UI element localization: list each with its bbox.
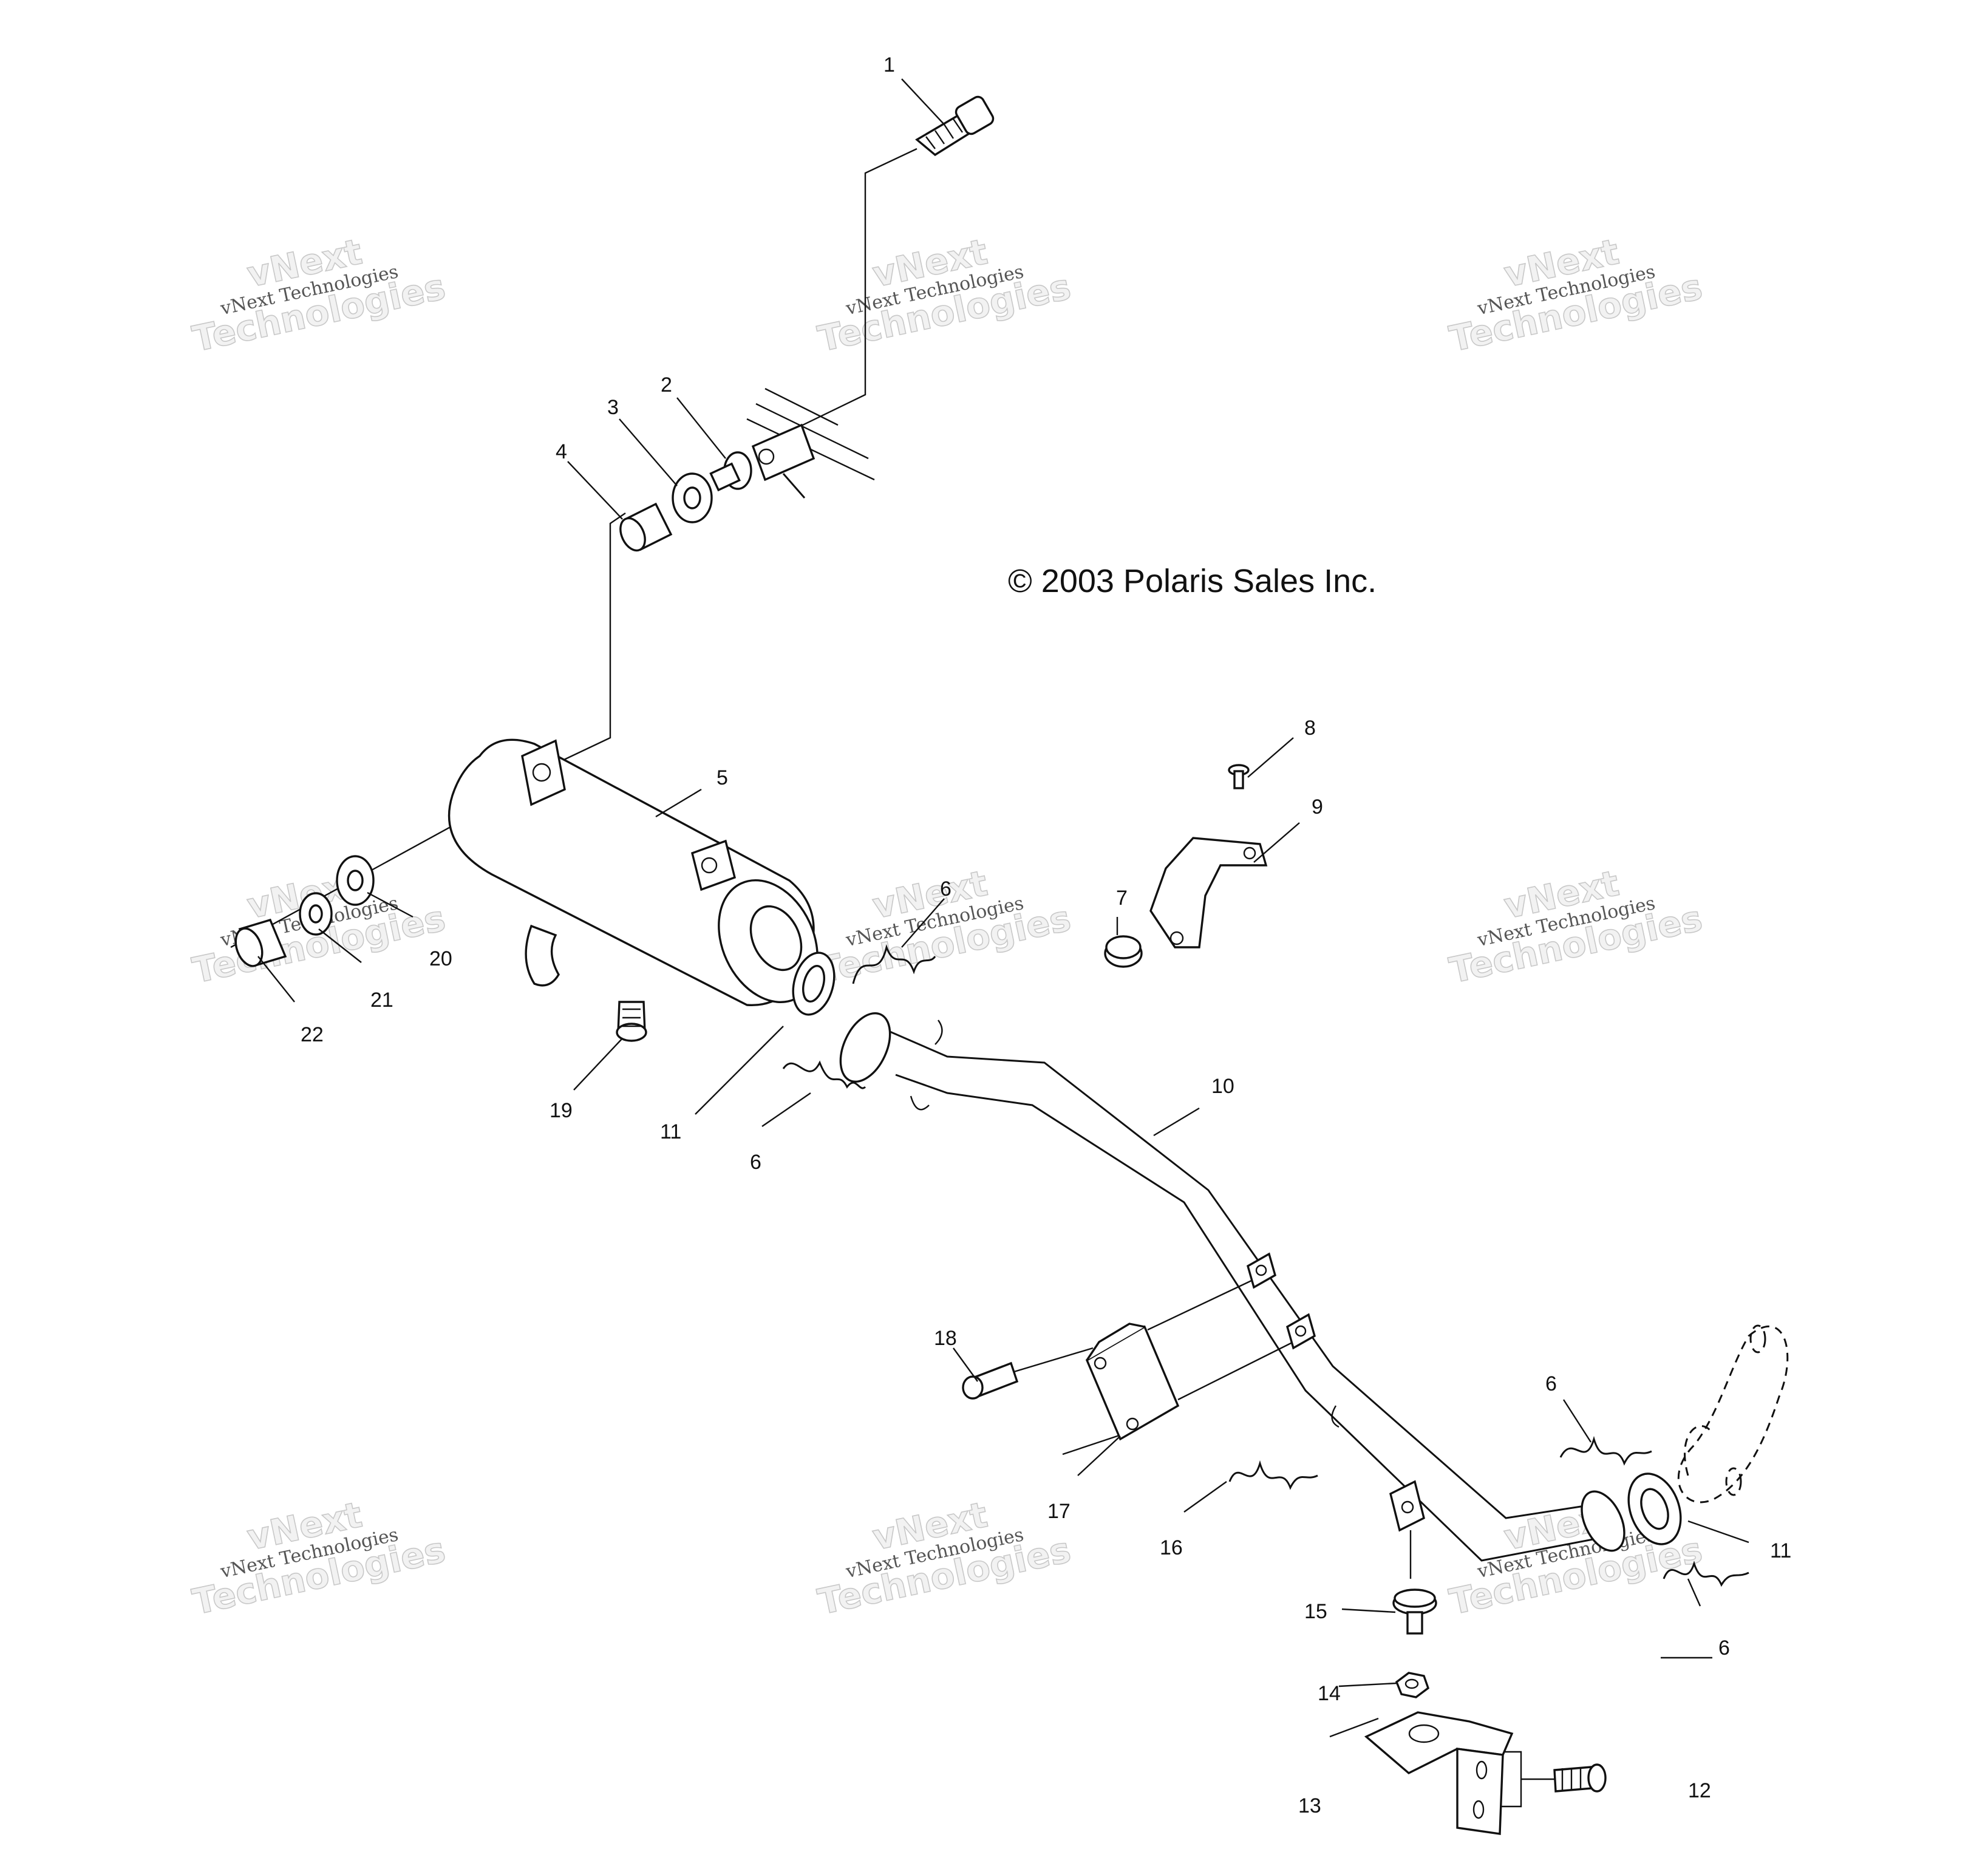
leader-lines <box>257 78 1749 1738</box>
rubber-mount-part-15 <box>1392 1588 1437 1635</box>
callout-16: 16 <box>1160 1536 1183 1559</box>
watermark: vNext Technologies vNext Technologies <box>1445 230 1706 360</box>
bolt-part-19 <box>616 1001 647 1042</box>
callout-9: 9 <box>1312 795 1323 819</box>
callout-2: 2 <box>661 373 672 397</box>
muffler-part-5 <box>448 738 819 1006</box>
screw-part-12 <box>1553 1763 1607 1793</box>
washer-part-20 <box>336 855 375 906</box>
callout-6d: 6 <box>1718 1636 1730 1660</box>
frame-bracket <box>751 423 815 499</box>
washer-part-3 <box>672 472 713 523</box>
bracket-part-9 <box>1149 837 1268 948</box>
callout-22: 22 <box>301 1023 324 1046</box>
callout-15: 15 <box>1304 1600 1327 1623</box>
watermark: vNext Technologies vNext Technologies <box>188 230 449 360</box>
callout-8: 8 <box>1304 717 1316 740</box>
gasket-part-11a <box>792 952 836 1016</box>
spring-part-6d <box>1663 1561 1749 1587</box>
callout-20: 20 <box>429 947 452 970</box>
callout-6b: 6 <box>750 1151 761 1174</box>
watermark: vNext Technologies vNext Technologies <box>814 862 1074 992</box>
callout-6c: 6 <box>1545 1372 1557 1395</box>
spring-part-16 <box>1228 1460 1318 1490</box>
exhaust-pipe-part-10 <box>839 1012 1789 1562</box>
grommet-part-7 <box>1104 935 1143 968</box>
callout-11a: 11 <box>660 1120 681 1143</box>
callout-11b: 11 <box>1770 1539 1791 1562</box>
bracket-part-13 <box>1364 1711 1514 1835</box>
spacer-part-4 <box>619 502 673 552</box>
callout-18: 18 <box>934 1327 957 1350</box>
callout-5: 5 <box>717 766 728 789</box>
spring-part-6b <box>782 1060 866 1089</box>
watermark: vNext Technologies vNext Technologies <box>1445 862 1706 992</box>
callout-17: 17 <box>1047 1500 1071 1523</box>
callout-7: 7 <box>1116 887 1128 910</box>
copyright-text: © 2003 Polaris Sales Inc. <box>1008 563 1377 599</box>
callout-13: 13 <box>1298 1794 1321 1817</box>
callout-10: 10 <box>1211 1075 1234 1098</box>
callout-3: 3 <box>607 396 619 419</box>
callout-21: 21 <box>370 989 393 1012</box>
screw-part-8 <box>1228 764 1250 789</box>
bolt-part-1 <box>915 95 995 157</box>
watermark: vNext Technologies vNext Technologies <box>814 1493 1074 1623</box>
nut-part-14 <box>1395 1672 1430 1698</box>
callout-19: 19 <box>550 1099 573 1122</box>
watermark: vNext Technologies vNext Technologies <box>814 230 1074 360</box>
callout-1: 1 <box>883 53 895 77</box>
callout-numbers: 1 2 3 4 5 6 6 6 6 7 8 9 10 11 11 12 13 1… <box>301 53 1791 1817</box>
callout-14: 14 <box>1318 1682 1341 1705</box>
grommet-part-21 <box>299 892 333 936</box>
callout-4: 4 <box>556 440 567 463</box>
grommet-part-2 <box>709 451 752 492</box>
spring-part-6a <box>852 944 936 984</box>
watermark-group: vNext Technologies vNext Technologies vN… <box>188 230 1706 1623</box>
clamp-block-part-17 <box>1085 1323 1180 1441</box>
gasket-part-11b <box>1627 1473 1682 1545</box>
callout-12: 12 <box>1688 1779 1711 1802</box>
spring-part-6c <box>1559 1435 1652 1466</box>
bolt-part-18 <box>962 1361 1019 1400</box>
spacer-part-22 <box>234 918 287 967</box>
watermark: vNext Technologies vNext Technologies <box>188 1493 449 1623</box>
callout-6a: 6 <box>940 877 951 901</box>
